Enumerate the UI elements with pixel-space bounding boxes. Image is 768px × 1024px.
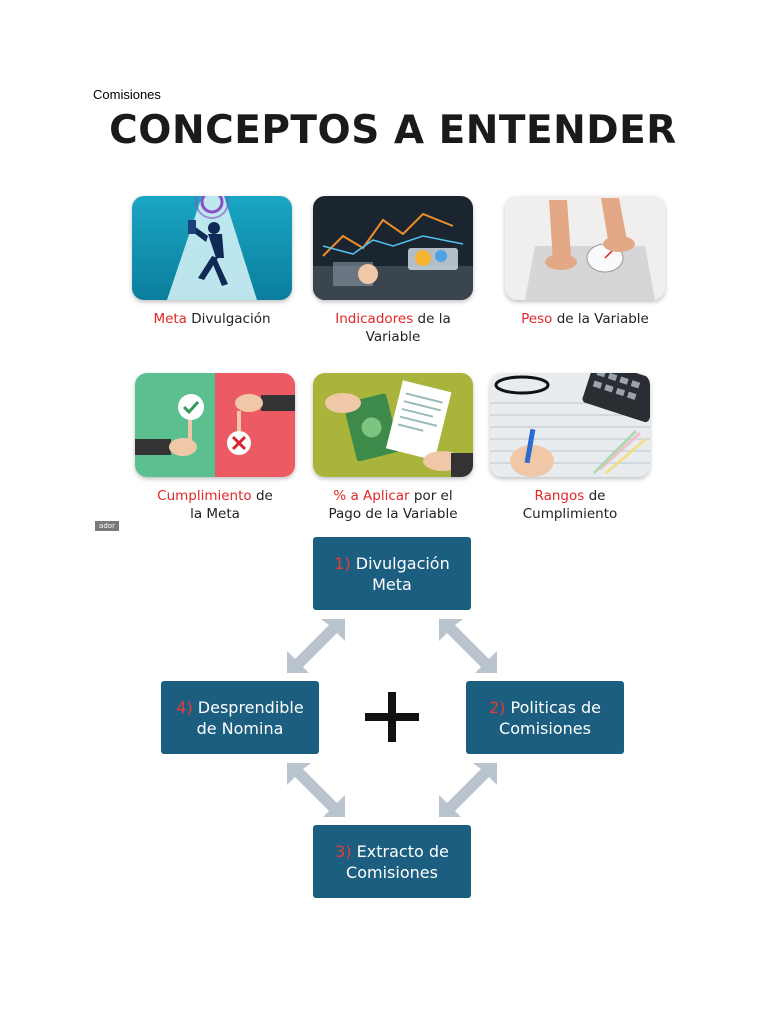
payment-illustration — [313, 373, 473, 477]
concept-caption: Rangos de Cumplimiento — [490, 487, 650, 523]
caption-rest: Divulgación — [186, 311, 271, 327]
scale-illustration — [505, 196, 665, 300]
arrow-icon — [287, 763, 345, 817]
caption-highlight: % a Aplicar — [333, 488, 410, 504]
concept-card-indicadores: Indicadores de la Variable — [313, 196, 473, 346]
caption-rest: de — [251, 488, 273, 504]
aplicar-image — [313, 373, 473, 477]
flow-step-line1: Divulgación — [355, 553, 450, 573]
caption-line2: Cumplimiento — [522, 506, 618, 522]
flow-step-line1: Politicas de — [510, 697, 602, 717]
cumplimiento-image — [135, 373, 295, 477]
concept-caption: Meta Divulgación — [132, 310, 292, 328]
concept-card-rangos: Rangos de Cumplimiento — [490, 373, 650, 523]
concept-card-meta: Meta Divulgación — [132, 196, 292, 328]
caption-highlight: Cumplimiento — [157, 488, 252, 504]
concept-caption: Cumplimiento de la Meta — [135, 487, 295, 523]
caption-highlight: Meta — [153, 311, 187, 327]
caption-rest: de la — [413, 311, 451, 327]
caption-rest: por el — [409, 488, 453, 504]
flow-step-line1: Desprendible — [197, 697, 304, 717]
flow-step-line1: Extracto de — [356, 841, 449, 861]
flow-step-number: 2) — [488, 697, 506, 717]
plus-icon — [365, 692, 419, 742]
runner-illustration — [132, 196, 292, 300]
caption-line2: Variable — [365, 329, 421, 345]
flow-step-line2: Comisiones — [346, 862, 438, 882]
cut-off-tag: ador — [95, 521, 119, 531]
concept-caption: Indicadores de la Variable — [313, 310, 473, 346]
arrow-icon — [287, 619, 345, 673]
page-title: CONCEPTOS A ENTENDER — [109, 108, 677, 153]
approve-reject-illustration — [135, 373, 295, 477]
concept-card-peso: Peso de la Variable — [505, 196, 665, 328]
caption-line2: Pago de la Variable — [328, 506, 458, 522]
concept-caption: Peso de la Variable — [505, 310, 665, 328]
flow-step-line2: Comisiones — [499, 718, 591, 738]
concept-card-aplicar: % a Aplicar por el Pago de la Variable — [313, 373, 473, 523]
flow-step-number: 1) — [334, 553, 351, 573]
arrow-icon — [439, 619, 497, 673]
check-icon — [178, 394, 204, 420]
caption-line2: la Meta — [190, 506, 240, 522]
concept-caption: % a Aplicar por el Pago de la Variable — [313, 487, 473, 523]
caption-highlight: Indicadores — [335, 311, 414, 327]
caption-rest: de — [584, 488, 606, 504]
caption-rest: de la Variable — [552, 311, 649, 327]
caption-highlight: Peso — [521, 311, 553, 327]
concept-card-cumplimiento: Cumplimiento de la Meta — [135, 373, 295, 523]
flow-step-line2: Meta — [372, 574, 412, 594]
indicadores-image — [313, 196, 473, 300]
analytics-illustration — [313, 196, 473, 300]
meta-image — [132, 196, 292, 300]
peso-image — [505, 196, 665, 300]
flow-step-number: 3) — [335, 841, 352, 861]
arrow-icon — [439, 763, 497, 817]
header-label: Comisiones — [93, 87, 161, 102]
calculator-illustration — [490, 373, 650, 477]
flow-step-line2: de Nomina — [196, 718, 284, 738]
caption-highlight: Rangos — [534, 488, 585, 504]
rangos-image — [490, 373, 650, 477]
flow-step-number: 4) — [176, 697, 193, 717]
